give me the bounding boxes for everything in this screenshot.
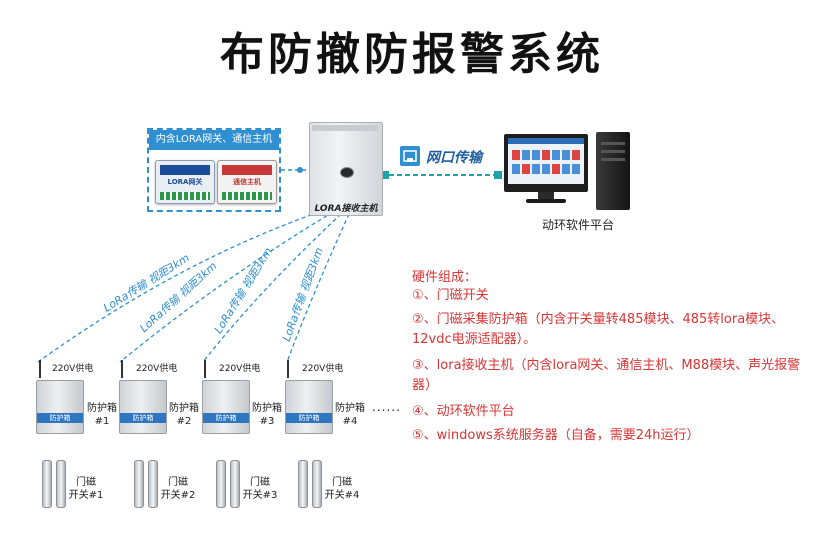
lora-receiver: LORA接收主机: [309, 122, 383, 216]
door-magnet-3a: [216, 460, 226, 508]
magnet-label-1: 门磁 开关#1: [66, 476, 106, 502]
box-band-2: 防护箱: [120, 413, 166, 423]
lora-link-3: [202, 213, 342, 363]
cable-plug-left: [381, 171, 389, 179]
magnet-label-1-name: 门磁: [76, 477, 96, 488]
hardware-item-2: ②、门磁采集防护箱（内含开关量转485模块、485转lora模块、12vdc电源…: [412, 312, 785, 347]
magnet-label-1-num: 开关#1: [68, 490, 104, 501]
lora-link-4: [286, 213, 350, 363]
box-label-3-num: #3: [259, 416, 275, 427]
page-title: 布防撤防报警系统: [220, 29, 604, 80]
magnet-label-4-name: 门磁: [332, 477, 352, 488]
power-label-1: 220V供电: [52, 364, 94, 374]
ethernet-port-icon: [400, 146, 420, 166]
comm-host-label: 通信主机: [233, 178, 261, 186]
lora-gateway-label: LORA网关: [167, 178, 203, 186]
box-label-2: 防护箱 #2: [168, 402, 200, 428]
power-label-4: 220V供电: [302, 364, 344, 374]
box-label-1: 防护箱 #1: [86, 402, 118, 428]
box-label-4-num: #4: [342, 416, 358, 427]
door-magnet-1a: [42, 460, 52, 508]
door-magnet-2b: [148, 460, 158, 508]
box-label-2-num: #2: [176, 416, 192, 427]
box-label-4-name: 防护箱: [335, 403, 365, 414]
power-label-2: 220V供电: [136, 364, 178, 374]
magnet-label-3-name: 门磁: [250, 477, 270, 488]
ellipsis: ......: [372, 400, 401, 414]
hardware-item-5: ⑤、windows系统服务器（自备，需要24h运行）: [412, 428, 700, 443]
protection-box-4: 防护箱: [285, 380, 333, 434]
door-magnet-4b: [312, 460, 322, 508]
network-label: 网口传输: [426, 150, 482, 166]
door-magnet-2a: [134, 460, 144, 508]
comm-host-device: 通信主机: [217, 160, 277, 204]
box-label-3: 防护箱 #3: [251, 402, 283, 428]
power-label-3: 220V供电: [219, 364, 261, 374]
box-band-3: 防护箱: [203, 413, 249, 423]
protection-box-2: 防护箱: [119, 380, 167, 434]
monitor-base: [526, 199, 566, 203]
alarm-light-icon: [340, 167, 354, 178]
box-band-1: 防护箱: [37, 413, 83, 423]
door-magnet-4a: [298, 460, 308, 508]
door-magnet-3b: [230, 460, 240, 508]
magnet-label-2-name: 门磁: [168, 477, 188, 488]
magnet-label-2: 门磁 开关#2: [158, 476, 198, 502]
protection-box-3: 防护箱: [202, 380, 250, 434]
gateway-box: 内含LORA网关、通信主机 LORA网关 通信主机: [147, 128, 281, 212]
magnet-label-4-num: 开关#4: [324, 490, 360, 501]
gateway-box-title: 内含LORA网关、通信主机: [149, 130, 279, 150]
lora-link-2: [119, 211, 334, 363]
hardware-item-4: ④、动环软件平台: [412, 404, 515, 419]
pc-tower-icon: [596, 132, 630, 210]
box-label-1-name: 防护箱: [87, 403, 117, 414]
cable-plug-right: [494, 171, 502, 179]
magnet-label-4: 门磁 开关#4: [322, 476, 362, 502]
gateway-receiver-dot: [297, 167, 303, 173]
hardware-item-3: ③、lora接收主机（内含lora网关、通信主机、M88模块、声光报警器）: [412, 358, 801, 393]
receiver-label: LORA接收主机: [314, 204, 378, 214]
box-label-4: 防护箱 #4: [334, 402, 366, 428]
box-band-4: 防护箱: [286, 413, 332, 423]
software-screen: [508, 138, 584, 184]
lora-link-1: [37, 209, 326, 363]
lora-gateway-device: LORA网关: [155, 160, 215, 204]
magnet-label-3: 门磁 开关#3: [240, 476, 280, 502]
hardware-item-1: ①、门磁开关: [412, 288, 489, 303]
door-magnet-1b: [56, 460, 66, 508]
monitor-icon: [504, 134, 588, 192]
box-label-2-name: 防护箱: [169, 403, 199, 414]
box-label-3-name: 防护箱: [252, 403, 282, 414]
hardware-heading: 硬件组成：: [412, 270, 478, 285]
monitor-stand: [538, 192, 554, 200]
magnet-label-2-num: 开关#2: [160, 490, 196, 501]
magnet-label-3-num: 开关#3: [242, 490, 278, 501]
box-label-1-num: #1: [94, 416, 110, 427]
platform-label: 动环软件平台: [541, 218, 614, 232]
protection-box-1: 防护箱: [36, 380, 84, 434]
